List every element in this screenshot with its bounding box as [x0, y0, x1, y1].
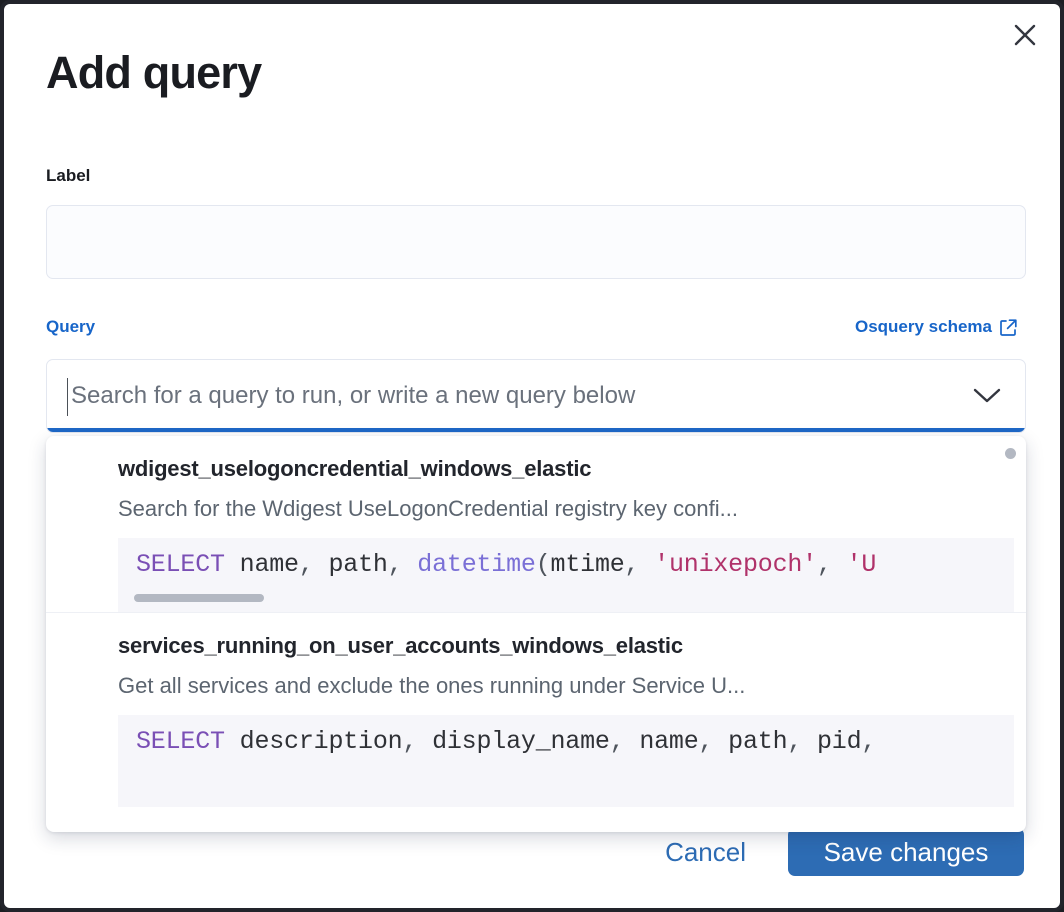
query-field-label: Query [46, 317, 96, 336]
list-item-description: Get all services and exclude the ones ru… [118, 673, 746, 698]
list-item-description: Search for the Wdigest UseLogonCredentia… [118, 496, 738, 521]
sql-code: SELECT name, path, datetime(mtime, 'unix… [136, 550, 877, 579]
osquery-schema-link[interactable]: Osquery schema [855, 317, 1018, 337]
dropdown-vscrollbar-thumb[interactable] [1005, 448, 1016, 459]
list-item-code-block: SELECT description, display_name, name, … [118, 715, 1014, 807]
close-button[interactable] [1004, 14, 1046, 56]
save-changes-button[interactable]: Save changes [788, 828, 1024, 876]
query-combobox-placeholder: Search for a query to run, or write a ne… [71, 382, 636, 409]
list-item[interactable]: wdigest_uselogoncredential_windows_elast… [46, 436, 1026, 612]
external-link-icon [999, 317, 1018, 337]
query-suggestions-dropdown: wdigest_uselogoncredential_windows_elast… [46, 436, 1026, 832]
code-hscrollbar-thumb[interactable] [134, 594, 264, 602]
cancel-button[interactable]: Cancel [647, 828, 764, 876]
page-title: Add query [46, 47, 262, 98]
text-caret [67, 378, 68, 416]
dialog-footer: Cancel Save changes [4, 816, 1060, 896]
list-item-code-block: SELECT name, path, datetime(mtime, 'unix… [118, 538, 1014, 612]
dropdown-scroll-area[interactable]: wdigest_uselogoncredential_windows_elast… [46, 436, 1026, 832]
sql-code: SELECT description, display_name, name, … [136, 727, 877, 756]
label-field-label: Label [46, 166, 91, 185]
chevron-down-icon[interactable] [967, 360, 1007, 432]
list-item-title: wdigest_uselogoncredential_windows_elast… [118, 456, 592, 481]
list-item-title: services_running_on_user_accounts_window… [118, 633, 683, 658]
osquery-schema-link-label: Osquery schema [854, 317, 992, 336]
list-item[interactable]: services_running_on_user_accounts_window… [46, 612, 1026, 807]
code-hscrollbar[interactable] [134, 594, 994, 602]
label-input[interactable] [46, 205, 1026, 279]
close-icon [1012, 22, 1038, 48]
query-combobox[interactable]: Search for a query to run, or write a ne… [46, 359, 1026, 433]
